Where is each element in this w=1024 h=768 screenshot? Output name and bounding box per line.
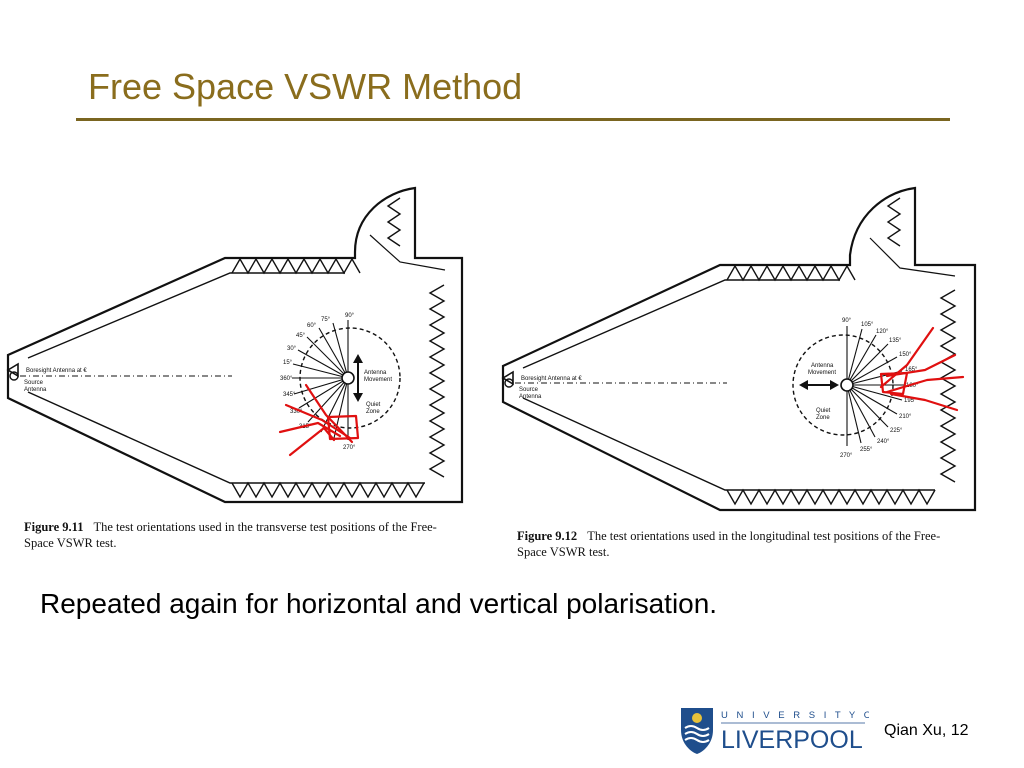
boresight-label: Boresight Antenna at €	[521, 376, 582, 382]
angle-label: 270°	[840, 453, 853, 459]
angle-label: 255°	[860, 447, 873, 453]
angle-label: 60°	[307, 323, 317, 329]
footer-author: Qian Xu	[884, 722, 942, 739]
caption-number: Figure 9.11	[24, 520, 84, 534]
angle-label: 15°	[283, 360, 293, 366]
caption-text: The test orientations used in the longit…	[517, 529, 941, 559]
slide-title: Free Space VSWR Method	[88, 66, 523, 107]
angle-label: 90°	[842, 318, 852, 324]
angle-label: 330°	[290, 409, 303, 415]
source-label: Source	[24, 380, 44, 386]
angle-label: 360°	[280, 376, 293, 382]
angle-label: 30°	[287, 346, 297, 352]
university-logo: U N I V E R S I T Y O F LIVERPOOL	[679, 704, 886, 756]
boresight-label: Boresight Antenna at €	[26, 368, 87, 374]
figure-longitudinal: Boresight Antenna at € Source Antenna An…	[495, 180, 985, 565]
body-text: Repeated again for horizontal and vertic…	[40, 588, 718, 619]
red-annotation	[278, 383, 360, 457]
angle-label: 180°	[906, 383, 919, 389]
angle-label: 225°	[890, 428, 903, 434]
angle-label: 210°	[899, 414, 912, 420]
angle-label: 75°	[321, 317, 331, 323]
source-label-2: Antenna	[24, 387, 47, 393]
angle-label: 345°	[283, 392, 296, 398]
angle-label: 120°	[876, 329, 889, 335]
movement-label-2: Movement	[364, 377, 392, 383]
movement-label: Antenna	[811, 363, 834, 369]
title-divider	[76, 118, 950, 121]
angle-label: 150°	[899, 352, 912, 358]
angle-label: 165°	[905, 367, 918, 373]
logo-line-1: U N I V E R S I T Y O F	[721, 710, 869, 721]
source-label-2: Antenna	[519, 394, 542, 400]
quiet-zone-label: Quiet	[816, 408, 831, 414]
angle-label: 105°	[861, 322, 874, 328]
angle-label: 195°	[904, 398, 917, 404]
quiet-zone-label: Quiet	[366, 402, 381, 408]
source-label: Source	[519, 387, 539, 393]
logo-line-2: LIVERPOOL	[721, 726, 863, 754]
angle-label: 90°	[345, 313, 355, 319]
quiet-zone-label-2: Zone	[366, 409, 380, 415]
angle-label: 270°	[343, 445, 356, 451]
angle-label: 135°	[889, 338, 902, 344]
quiet-zone-label-2: Zone	[816, 415, 830, 421]
caption-number: Figure 9.12	[517, 529, 578, 543]
red-annotation	[879, 326, 965, 412]
page-number: 12	[950, 722, 969, 739]
angle-label: 45°	[296, 333, 306, 339]
slide-footer: Qian Xu, 12	[884, 722, 969, 740]
caption-text: The test orientations used in the transv…	[24, 520, 437, 550]
movement-label: Antenna	[364, 370, 387, 376]
figure-transverse: Boresight Antenna at € Source Antenna An…	[0, 180, 470, 560]
footer-separator: ,	[941, 722, 951, 739]
movement-label-2: Movement	[808, 370, 836, 376]
angle-label: 240°	[877, 439, 890, 445]
